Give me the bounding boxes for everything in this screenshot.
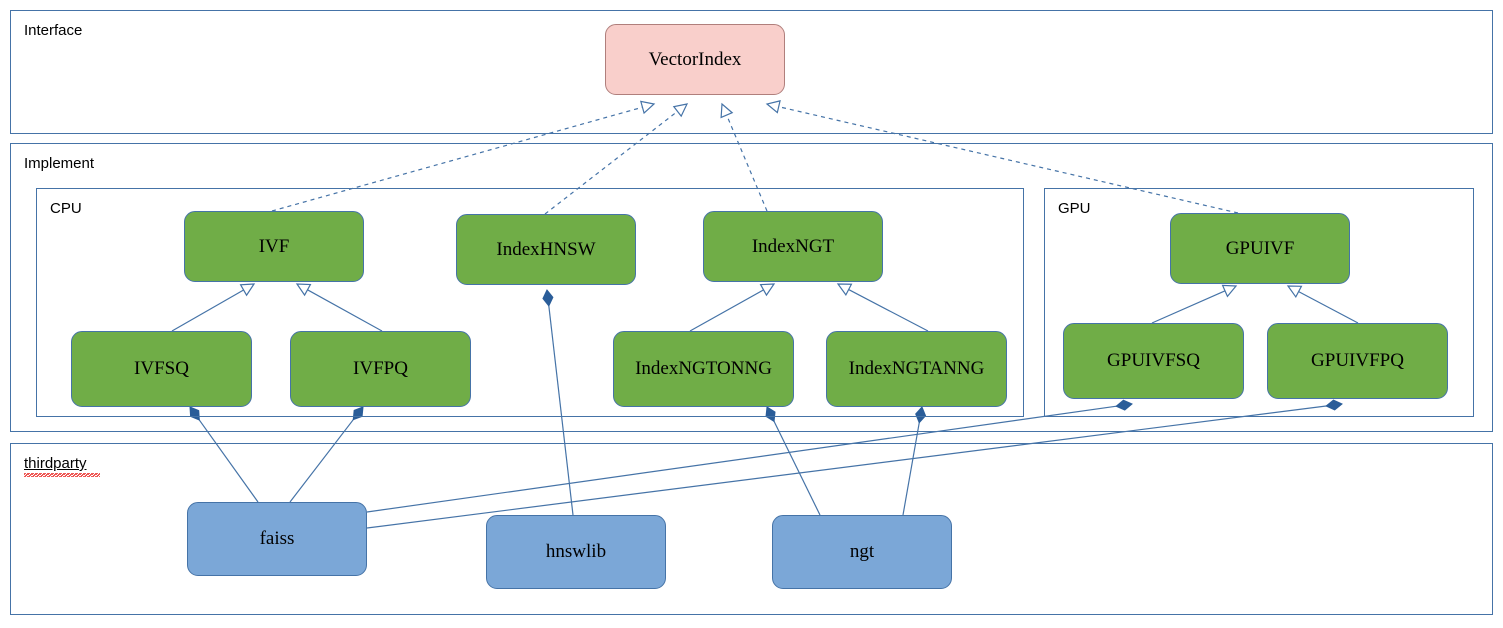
node-indexngt[interactable]: IndexNGT xyxy=(703,211,883,282)
node-vectorindex[interactable]: VectorIndex xyxy=(605,24,785,95)
container-thirdparty xyxy=(10,443,1493,615)
edge-line xyxy=(171,288,245,332)
filled-diamond-arrowhead-icon xyxy=(1115,399,1133,411)
edge-line xyxy=(366,405,1330,529)
edge-line xyxy=(777,105,1239,214)
container-interface xyxy=(10,10,1493,134)
node-ivf[interactable]: IVF xyxy=(184,211,364,282)
node-gpuivfsq[interactable]: GPUIVFSQ xyxy=(1063,323,1244,399)
container-label-implement: Implement xyxy=(24,155,95,172)
hollow-triangle-arrowhead-icon xyxy=(639,100,656,115)
edge-ngt-to-indexngtanng xyxy=(902,406,927,516)
container-cpu xyxy=(36,188,1024,417)
edge-indexngt-to-vectorindex xyxy=(720,102,768,212)
node-ivfsq[interactable]: IVFSQ xyxy=(71,331,252,407)
spellcheck-squiggle-thirdparty xyxy=(24,473,100,477)
filled-diamond-arrowhead-icon xyxy=(542,289,554,307)
edge-line xyxy=(366,405,1120,513)
hollow-triangle-arrowhead-icon xyxy=(765,100,781,114)
hollow-triangle-arrowhead-icon xyxy=(295,283,312,297)
container-implement xyxy=(10,143,1493,432)
edge-line xyxy=(547,302,574,516)
hollow-triangle-arrowhead-icon xyxy=(720,102,734,119)
edge-ngt-to-indexngtonng xyxy=(765,406,821,516)
node-faiss[interactable]: faiss xyxy=(187,502,367,576)
edge-line xyxy=(725,113,768,212)
edge-gpuivf-to-vectorindex xyxy=(765,100,1239,214)
edge-ivfsq-to-ivf xyxy=(171,283,256,332)
edge-faiss-to-gpuivfpq xyxy=(366,399,1343,529)
hollow-triangle-arrowhead-icon xyxy=(1221,284,1238,298)
edge-line xyxy=(772,418,821,516)
hollow-triangle-arrowhead-icon xyxy=(672,103,689,118)
edge-line xyxy=(689,288,765,332)
filled-diamond-arrowhead-icon xyxy=(765,406,776,423)
node-hnswlib[interactable]: hnswlib xyxy=(486,515,666,589)
node-gpuivf[interactable]: GPUIVF xyxy=(1170,213,1350,284)
container-label-gpu: GPU xyxy=(1058,200,1091,217)
hollow-triangle-arrowhead-icon xyxy=(239,283,256,297)
hollow-triangle-arrowhead-icon xyxy=(836,283,853,297)
edge-ivf-to-vectorindex xyxy=(271,100,656,212)
edge-ivfpq-to-ivf xyxy=(295,283,383,332)
node-ivfpq[interactable]: IVFPQ xyxy=(290,331,471,407)
edge-line xyxy=(271,106,644,212)
node-gpuivfpq[interactable]: GPUIVFPQ xyxy=(1267,323,1448,399)
edge-line xyxy=(847,288,929,332)
edge-gpuivfpq-to-gpuivf xyxy=(1286,285,1359,324)
filled-diamond-arrowhead-icon xyxy=(1325,399,1343,411)
edge-hnswlib-to-indexhnsw xyxy=(542,289,574,516)
container-label-interface: Interface xyxy=(24,22,83,39)
edge-faiss-to-gpuivfsq xyxy=(366,399,1133,513)
node-ngt[interactable]: ngt xyxy=(772,515,952,589)
container-gpu xyxy=(1044,188,1474,417)
hollow-triangle-arrowhead-icon xyxy=(759,283,776,297)
edge-gpuivfsq-to-gpuivf xyxy=(1151,284,1238,324)
edge-indexngtanng-to-indexngt xyxy=(836,283,929,332)
container-label-thirdparty: thirdparty xyxy=(24,455,87,472)
edge-line xyxy=(902,419,921,516)
filled-diamond-arrowhead-icon xyxy=(915,406,927,424)
hollow-triangle-arrowhead-icon xyxy=(1286,285,1303,299)
edge-line xyxy=(1151,289,1227,324)
container-label-cpu: CPU xyxy=(50,200,82,217)
edge-line xyxy=(1297,290,1359,324)
node-indexngtanng[interactable]: IndexNGTANNG xyxy=(826,331,1007,407)
node-indexngtonng[interactable]: IndexNGTONNG xyxy=(613,331,794,407)
edge-indexhnsw-to-vectorindex xyxy=(544,103,689,215)
edge-line xyxy=(306,288,383,332)
node-indexhnsw[interactable]: IndexHNSW xyxy=(456,214,636,285)
edge-indexngtonng-to-indexngt xyxy=(689,283,776,332)
